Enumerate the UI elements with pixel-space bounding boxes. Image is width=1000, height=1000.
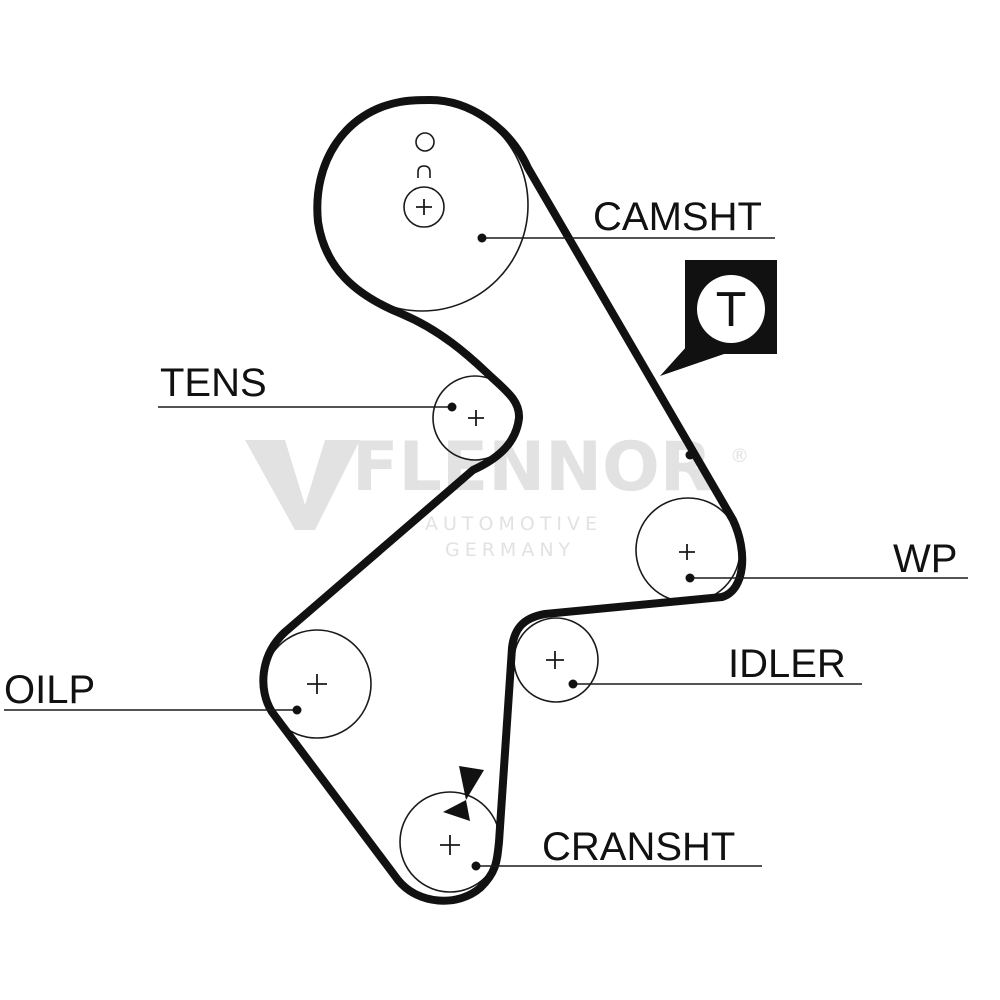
watermark-logo-mark [245,440,360,530]
watermark: FLENNOR ® AUTOMOTIVE GERMANY [245,428,754,561]
tensioner-label: TENS [160,361,267,405]
timing-mark-lower-arrow [443,800,470,821]
idler-label: IDLER [728,642,846,686]
camshaft-key-mark [417,165,431,178]
camshaft-label: CAMSHT [593,195,762,239]
pulley-centre-marks [307,199,695,855]
camshaft-hub [403,186,445,228]
watermark-brand: FLENNOR [352,428,712,507]
watermark-registered: ® [730,445,754,467]
leader-lines [4,237,968,867]
water-pump-pulley [635,497,741,603]
watermark-line1: AUTOMOTIVE [425,513,602,535]
timing-belt [259,96,747,905]
water-pump-label: WP [893,537,957,581]
crankshaft-timing-mark [443,766,484,821]
tension-badge-circle [697,275,765,343]
oil-pump-label: OILP [4,668,95,712]
leader-dots [292,233,695,871]
watermark-line2: GERMANY [445,539,575,561]
crankshaft-label: CRANSHT [542,825,735,869]
tension-badge-pointer [660,335,724,376]
tension-badge: T [660,260,777,376]
timing-mark-upper-arrow [459,766,484,800]
camshaft-timing-hole [415,132,435,152]
tension-badge-letter: T [716,283,746,337]
